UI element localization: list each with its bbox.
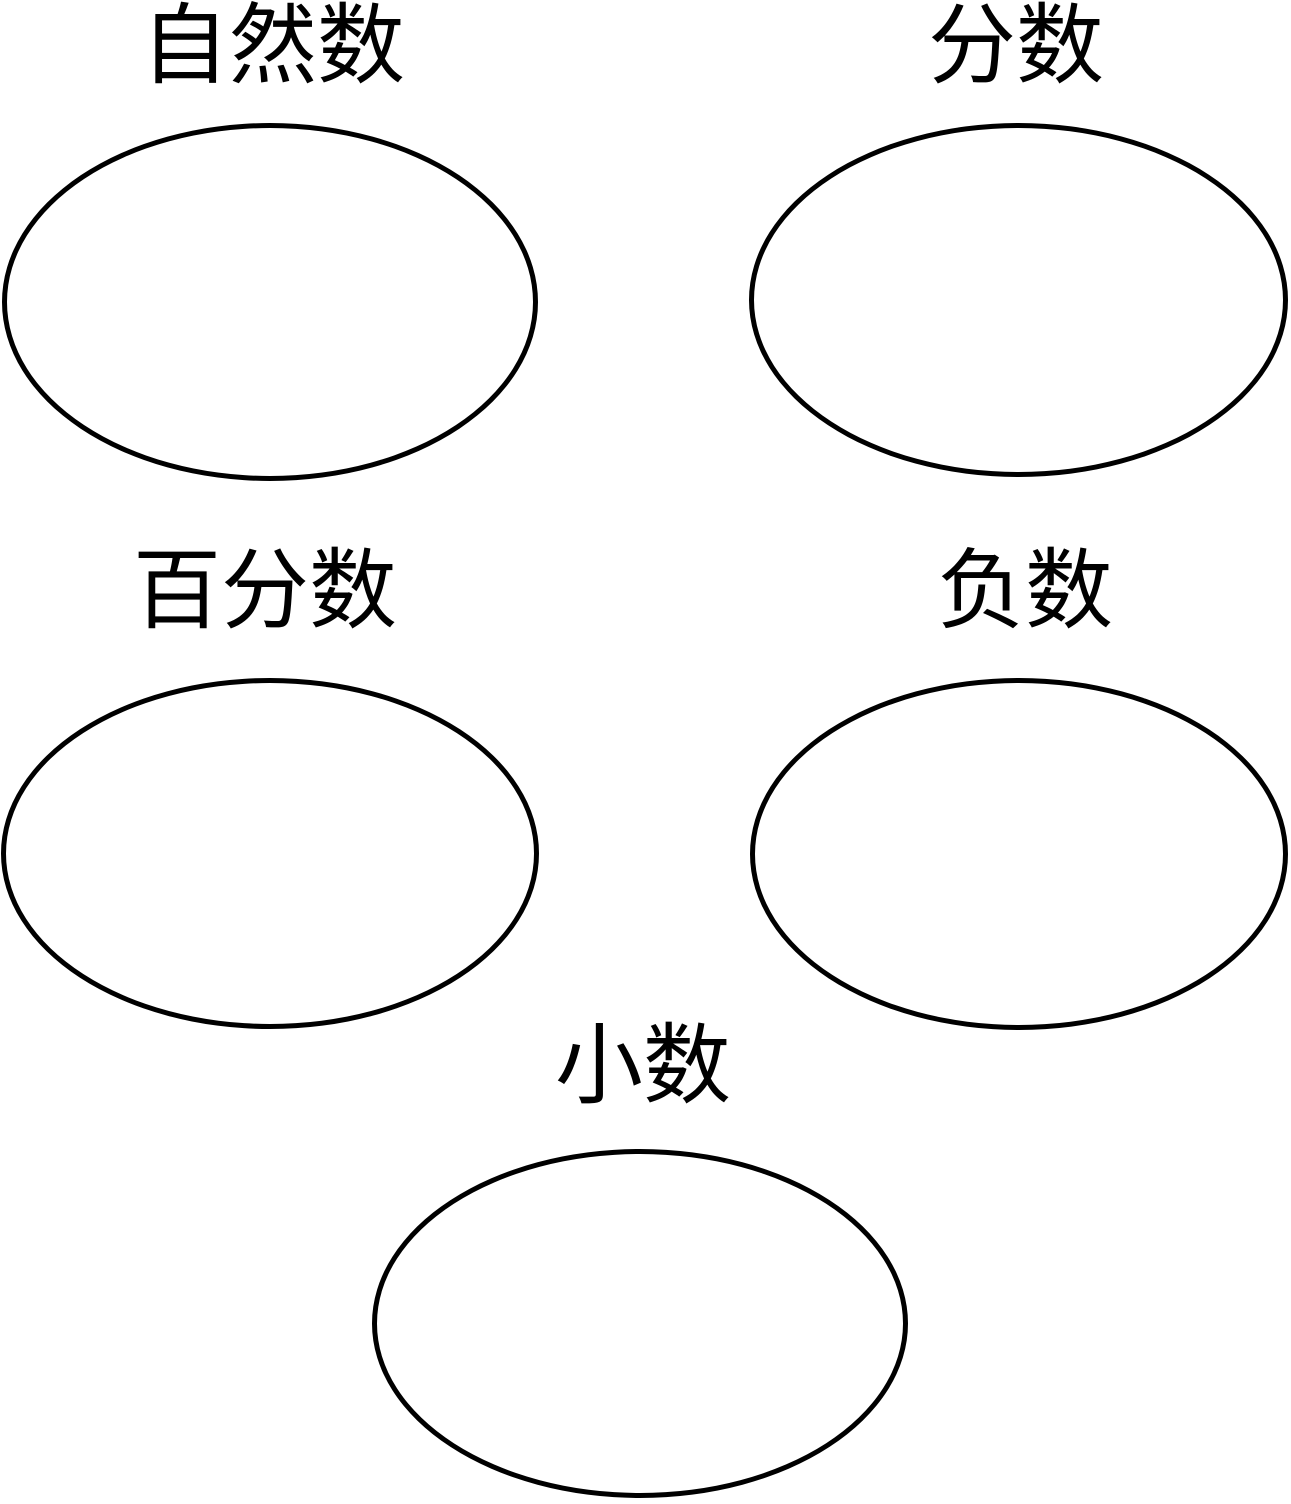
label-fractions: 分数: [927, 0, 1105, 96]
ellipse-fractions[interactable]: [749, 123, 1288, 477]
label-decimals: 小数: [554, 1019, 732, 1116]
label-natural-numbers: 自然数: [140, 0, 406, 96]
ellipse-negative-numbers[interactable]: [750, 678, 1288, 1030]
ellipse-natural-numbers[interactable]: [2, 123, 538, 481]
label-percentages: 百分数: [132, 544, 398, 641]
label-negative-numbers: 负数: [936, 544, 1114, 641]
ellipse-decimals[interactable]: [372, 1149, 908, 1498]
ellipse-percentages[interactable]: [1, 678, 539, 1029]
